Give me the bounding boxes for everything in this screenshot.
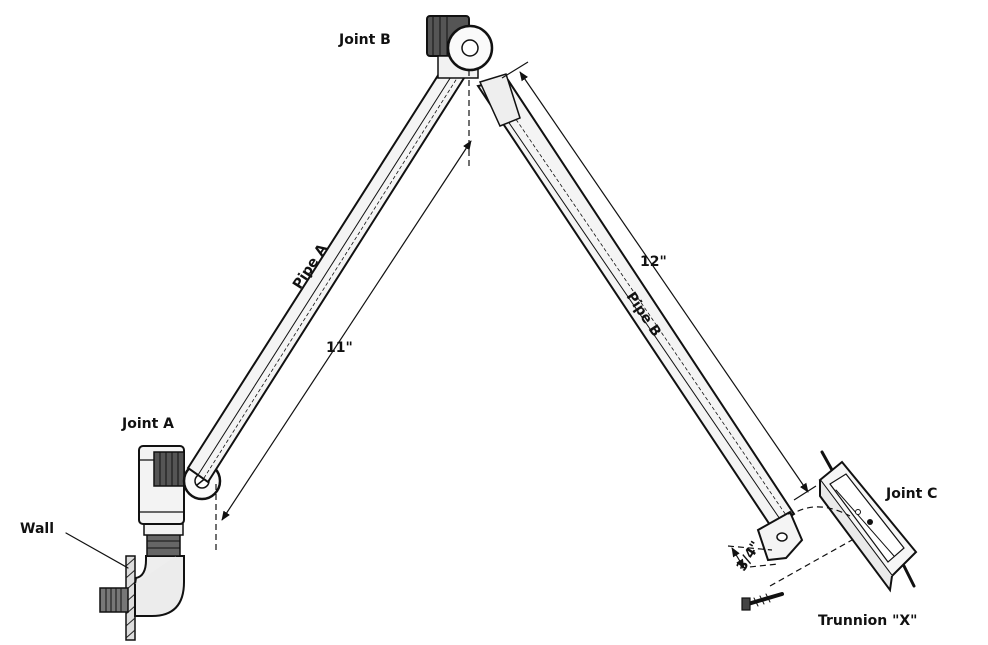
joint-c-trunnion <box>818 450 918 593</box>
label-wall: Wall <box>20 521 54 537</box>
dimension-line-pipe-b <box>519 71 809 493</box>
label-dimension-small: 3/4" <box>734 539 764 575</box>
bolt <box>741 592 784 611</box>
label-trunnion: Trunnion "X" <box>818 613 917 629</box>
dimension-tick-pipe-b-bottom <box>793 485 817 501</box>
label-dimension-pipe-a: 11" <box>326 340 353 356</box>
wall-leader-line <box>65 532 129 569</box>
base-elbow-fitting <box>99 523 185 617</box>
joint-b <box>426 15 494 79</box>
dimension-line-pipe-a <box>221 140 472 521</box>
dashed-line-trunnion-axis <box>769 539 853 587</box>
dimension-line-small <box>731 547 745 569</box>
pipe-a <box>186 53 473 484</box>
dashed-line-lug-bottom <box>739 563 779 569</box>
label-joint-b: Joint B <box>338 32 391 48</box>
label-dimension-pipe-b: 12" <box>640 254 667 270</box>
pipe-b-end-lug <box>756 510 804 562</box>
label-joint-a: Joint A <box>121 416 174 432</box>
dashed-line-lug-left <box>727 545 773 551</box>
dashed-line-pipe-b-to-trunnion <box>787 506 851 517</box>
dimension-tick-pipe-b-top <box>501 61 529 79</box>
label-joint-c: Joint C <box>885 486 937 502</box>
